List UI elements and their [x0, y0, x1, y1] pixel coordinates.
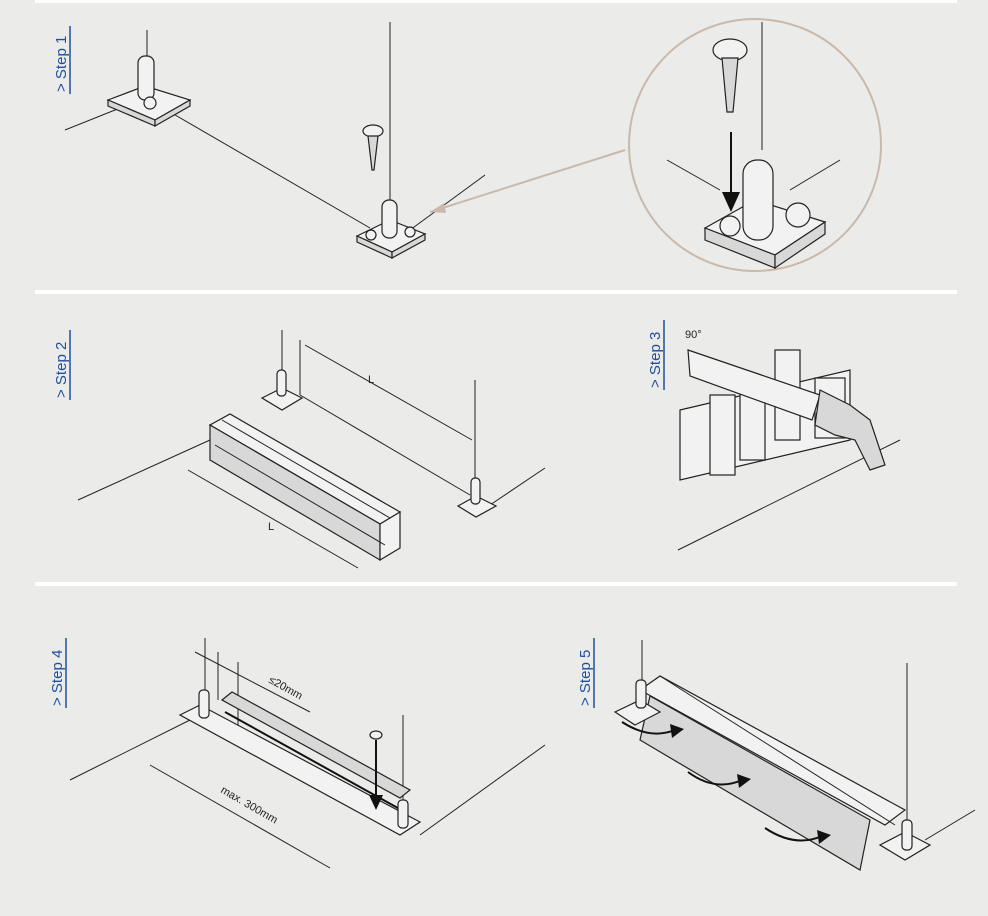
step-1-illustration: [64, 18, 882, 272]
step-5-illustration: [613, 640, 976, 871]
detail-arrow: [429, 149, 626, 213]
svg-text:> Step 2: > Step 2: [53, 342, 70, 398]
svg-text:> Step 4: > Step 4: [49, 650, 66, 706]
saw-icon: [687, 349, 886, 471]
step-4-illustration: ≤20mm max. 300mm: [69, 638, 546, 869]
svg-text:> Step 5: > Step 5: [577, 650, 594, 706]
svg-text:> Step 1: > Step 1: [53, 36, 70, 92]
base-plate-right: [355, 199, 427, 260]
step-2-label: > Step 2: [53, 330, 71, 400]
divider-top: [35, 0, 957, 3]
base-plate: [260, 369, 498, 518]
base-plate-left: [106, 55, 192, 128]
divider-1: [35, 290, 957, 294]
screw-arrow: [369, 730, 383, 810]
profile-rail: [208, 413, 402, 562]
dimension-label-l-top: L: [368, 374, 374, 386]
step-1-label: > Step 1: [53, 26, 71, 94]
step-5-label: > Step 5: [577, 638, 595, 708]
svg-text:> Step 3: > Step 3: [647, 332, 664, 388]
step-3-illustration: 90°: [677, 329, 901, 551]
dimension-label-l-bottom: L: [268, 521, 274, 533]
step-2-illustration: L L: [77, 330, 546, 569]
angle-label: 90°: [685, 329, 702, 341]
max-spacing-label: max. 300mm: [219, 784, 280, 826]
cover-profile: [613, 675, 932, 871]
rail-on-base: [178, 689, 422, 836]
step-3-label: > Step 3: [647, 320, 665, 390]
detail-circle: [628, 18, 882, 272]
end-spacing-label: ≤20mm: [267, 674, 305, 702]
screw-icon: [362, 124, 384, 171]
step-4-label: > Step 4: [49, 638, 67, 708]
divider-2: [35, 582, 957, 586]
rotation-arrows: [621, 721, 831, 844]
